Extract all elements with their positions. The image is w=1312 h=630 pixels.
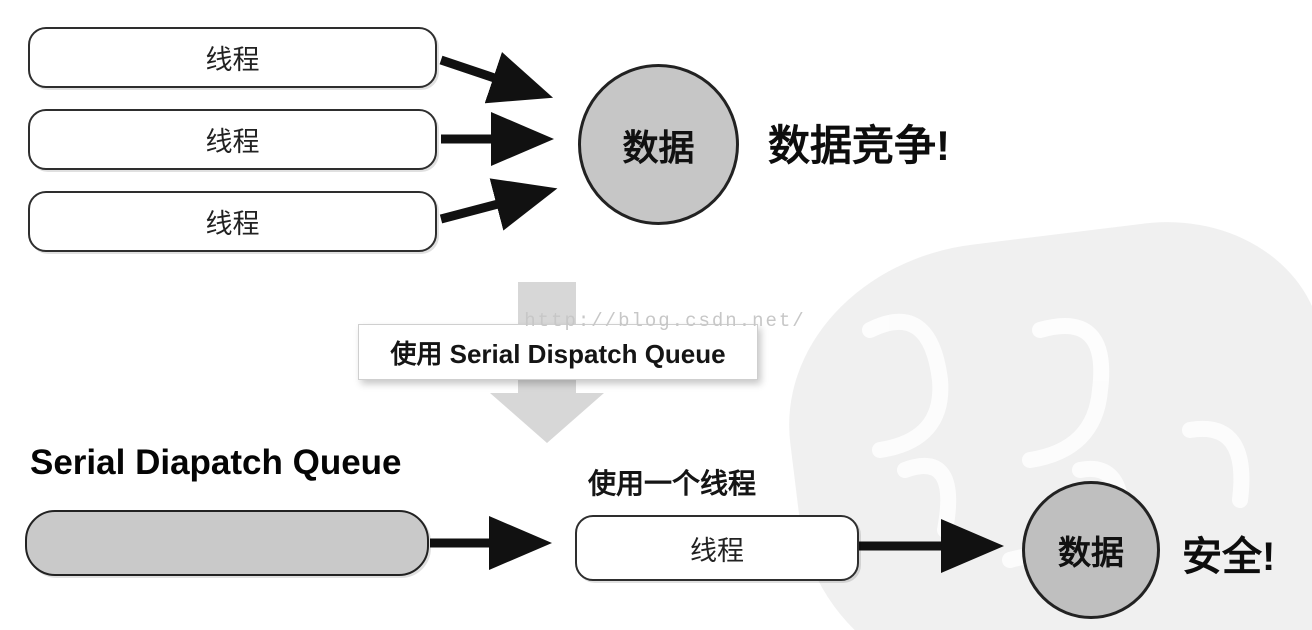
one-thread-caption: 使用一个线程: [588, 468, 757, 499]
data-circle-race-label: 数据: [622, 126, 695, 168]
data-circle-safe: 数据: [1022, 481, 1160, 619]
data-circle-safe-label: 数据: [1058, 534, 1124, 571]
safe-label: 安全!: [1182, 535, 1276, 579]
url-watermark: http://blog.csdn.net/: [524, 310, 806, 332]
transition-label: 使用 Serial Dispatch Queue: [390, 338, 726, 369]
arrow-thread3-to-data: [439, 178, 558, 231]
thread-box-1: 线程: [28, 27, 437, 88]
thread-box-serial-label: 线程: [690, 535, 744, 566]
thread-box-2: 线程: [28, 109, 437, 170]
transition-label-box: 使用 Serial Dispatch Queue: [358, 324, 758, 380]
thread-box-2-label: 线程: [205, 127, 260, 157]
thread-box-serial: 线程: [575, 515, 859, 581]
thread-box-3: 线程: [28, 191, 437, 252]
thread-box-3-label: 线程: [205, 209, 260, 239]
thread-box-1-label: 线程: [205, 45, 260, 75]
arrow-thread1-to-data: [439, 52, 554, 104]
serial-dispatch-queue-title: Serial Diapatch Queue: [30, 443, 402, 482]
data-circle-race: 数据: [578, 64, 739, 225]
serial-dispatch-queue-pill: [25, 510, 429, 576]
data-race-label: 数据竞争!: [768, 122, 950, 169]
